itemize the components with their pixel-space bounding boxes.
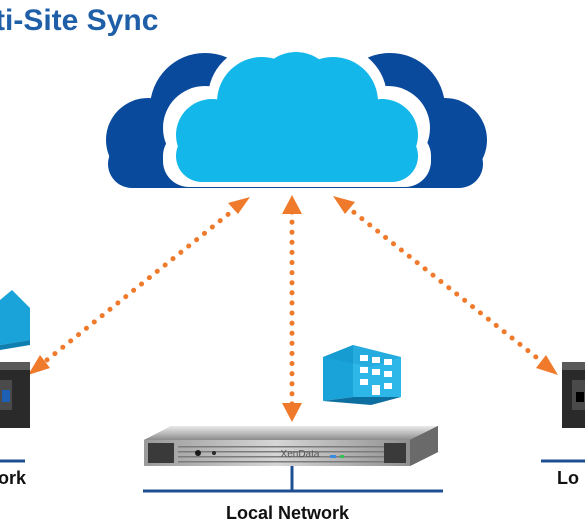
arrow-icon	[39, 203, 549, 408]
network-line	[0, 459, 585, 493]
building-icon	[323, 345, 401, 405]
building-icon	[0, 290, 30, 350]
server-icon	[562, 362, 585, 428]
right-network-label: Lo	[557, 468, 579, 488]
center-network-label: Local Network	[226, 503, 350, 523]
page-title: ti-Site Sync	[0, 4, 159, 37]
server-icon	[0, 362, 30, 428]
arrowheads	[28, 195, 558, 422]
cloud-icon	[106, 46, 487, 188]
server-icon	[144, 426, 438, 466]
server-brand-label: XenData	[281, 449, 320, 460]
left-network-label: ork	[0, 468, 27, 488]
